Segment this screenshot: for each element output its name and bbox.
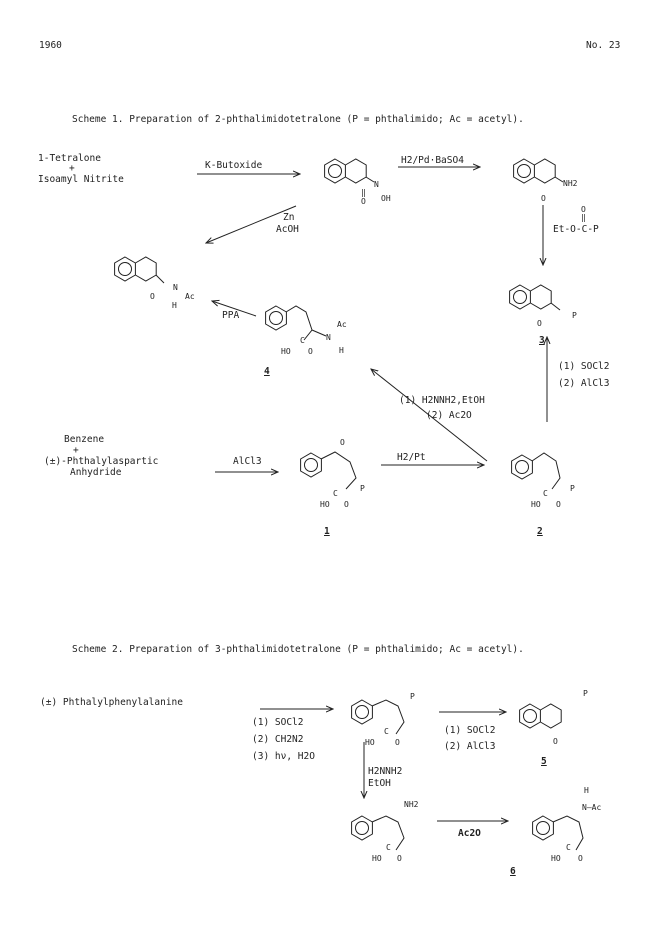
compound-6-molecule <box>532 815 584 851</box>
acetamidotetralone-molecule <box>114 256 165 284</box>
a-ho: HO <box>365 738 375 747</box>
d-h: H <box>584 786 589 795</box>
compound-1-molecule <box>300 451 357 490</box>
c-o: O <box>397 854 402 863</box>
scheme2-amine-molecule <box>351 815 405 851</box>
scheme1-caption: Scheme 1. Preparation of 2-phthalimidote… <box>72 114 524 125</box>
reactant-1-tetralone: 1-Tetralone <box>38 153 101 164</box>
start-phthalylphenylalanine: (±) Phthalylphenylalanine <box>40 697 183 708</box>
s2-step6: H2NNH2 <box>368 766 403 777</box>
reactant-anhydride: Anhydride <box>70 467 122 478</box>
arrow-zn <box>206 205 297 243</box>
c4-ac: Ac <box>337 320 347 329</box>
acamide-o: O <box>150 292 155 301</box>
c-c: C <box>386 843 391 852</box>
header-year: 1960 <box>39 40 62 51</box>
s2-step8: Ac2O <box>458 828 481 839</box>
b-p: P <box>583 689 588 698</box>
reagent-h2-pt: H2/Pt <box>397 452 426 463</box>
c-nh2: NH2 <box>404 800 419 809</box>
c1-ho: HO <box>320 500 330 509</box>
oxime-molecule <box>324 158 375 184</box>
s2-step3: (3) hν, H2O <box>252 751 315 762</box>
compound-4-molecule <box>265 305 327 341</box>
reagent-ac2o: (2) Ac2O <box>426 410 472 421</box>
reagent-hydrazine: (1) H2NNH2,EtOH <box>399 395 485 406</box>
reagent-acoh: AcOH <box>276 224 299 235</box>
s2-step1: (1) SOCl2 <box>252 717 304 728</box>
plus-sign: + <box>69 163 75 174</box>
c2-c: C <box>543 489 548 498</box>
c1-o: O <box>340 438 345 447</box>
a-c: C <box>384 727 389 736</box>
c4-ho: HO <box>281 347 291 356</box>
d-o: O <box>578 854 583 863</box>
s2-step7: EtOH <box>368 778 391 789</box>
reagent-alcl3-b: AlCl3 <box>233 456 262 467</box>
scheme2-acid-molecule <box>351 699 405 735</box>
scheme2-caption: Scheme 2. Preparation of 3-phthalimidote… <box>72 644 524 655</box>
ester-o: O <box>581 205 586 214</box>
c-ho: HO <box>372 854 382 863</box>
c1-o2: O <box>344 500 349 509</box>
reagent-alcl3: (2) AlCl3 <box>558 378 610 389</box>
c1-c: C <box>333 489 338 498</box>
reactant-benzene: Benzene <box>64 434 105 445</box>
acamide-ac: Ac <box>185 292 195 301</box>
header-issue: No. 23 <box>586 40 621 51</box>
aminotetralone-molecule <box>513 158 564 184</box>
oxime-oh: OH <box>381 194 391 203</box>
oxime-dbl: ‖ <box>361 188 366 197</box>
c2-p: P <box>570 484 575 493</box>
d-c: C <box>566 843 571 852</box>
reagent-h2-pd: H2/Pd·BaSO4 <box>401 155 464 166</box>
d-n: N—Ac <box>582 803 602 812</box>
c4-n: N <box>326 333 331 342</box>
oxime-o: O <box>361 197 366 206</box>
c4-h: H <box>339 346 344 355</box>
label-compound-5: 5 <box>541 756 547 767</box>
oxime-n: N <box>374 180 379 189</box>
reagent-zn: Zn <box>283 212 295 223</box>
label-compound-6: 6 <box>510 866 516 877</box>
acamide-h: H <box>172 301 177 310</box>
b-o: O <box>553 737 558 746</box>
reagent-ester: Et-O-C-P <box>553 224 599 235</box>
reagent-ppa: PPA <box>222 310 240 321</box>
c3-o: O <box>537 319 542 328</box>
a-o: O <box>395 738 400 747</box>
label-compound-2: 2 <box>537 526 543 537</box>
ester-double-bond: ‖ <box>581 213 586 222</box>
c2-o: O <box>556 500 561 509</box>
c2-ho: HO <box>531 500 541 509</box>
amine-o: O <box>541 194 546 203</box>
compound-2-molecule <box>511 452 561 490</box>
c1-p: P <box>360 484 365 493</box>
plus-sign-2: + <box>73 445 79 456</box>
arrow-hydrazine <box>371 369 488 462</box>
amine-nh2: NH2 <box>563 179 578 188</box>
acamide-n: N <box>173 283 178 292</box>
c3-p: P <box>572 311 577 320</box>
label-compound-3: 3 <box>539 335 545 346</box>
label-compound-4: 4 <box>264 366 270 377</box>
reactant-phthalylaspartic: (±)-Phthalylaspartic <box>44 456 159 467</box>
s2-step2: (2) CH2N2 <box>252 734 304 745</box>
arrow-ppa <box>212 301 257 317</box>
label-compound-1: 1 <box>324 526 330 537</box>
a-p: P <box>410 692 415 701</box>
s2-step5: (2) AlCl3 <box>444 741 496 752</box>
s2-step4: (1) SOCl2 <box>444 725 496 736</box>
reagent-kbutoxide: K-Butoxide <box>205 160 263 171</box>
reactant-isoamyl-nitrite: Isoamyl Nitrite <box>38 174 124 185</box>
compound-3-molecule <box>509 284 561 311</box>
d-ho: HO <box>551 854 561 863</box>
compound-5-molecule <box>519 703 562 729</box>
reagent-socl2: (1) SOCl2 <box>558 361 610 372</box>
c4-o: O <box>308 347 313 356</box>
c4-c: C <box>300 336 305 345</box>
